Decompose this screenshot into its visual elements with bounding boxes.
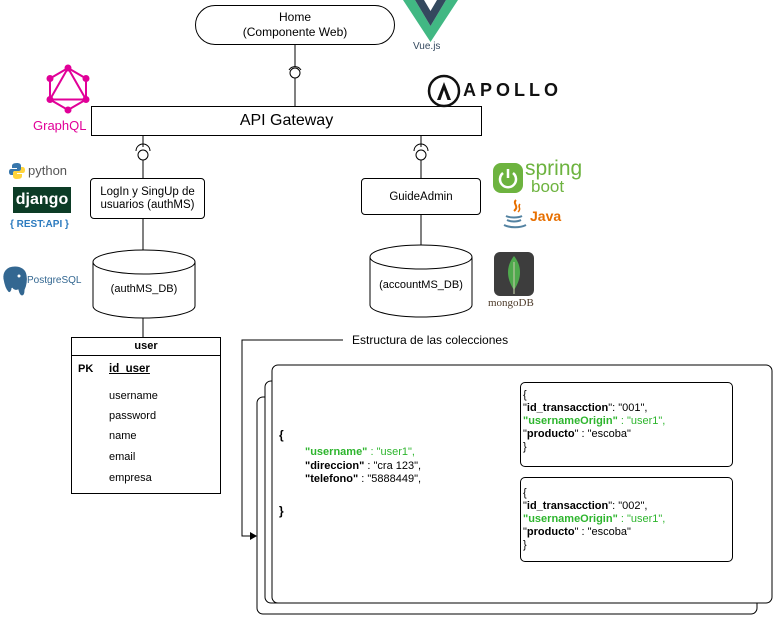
user-table[interactable] [71,337,221,494]
spring-power-icon [493,163,523,193]
graphql-label: GraphQL [33,118,87,133]
user-field-username: username [109,390,158,402]
tx1-user-key: "usernameOrigin" [523,415,618,427]
auth-service-line2: usuarios (authMS) [100,198,195,211]
postgresql-label: PostgreSQL [27,275,82,286]
tx2-id-line: "id_transacction": "002", [523,500,648,512]
user-table-title: user [134,340,158,352]
boot-label: boot [531,177,565,196]
tx1-id-val: : "001", [612,402,648,414]
tx2-id-key: id_transacction [526,500,609,512]
tx1-prod-val: : "escoba" [578,428,631,440]
tx2-user-val: : "user1", [617,513,666,525]
tx1-prod-key: producto [526,428,575,440]
user-doc-line-direccion: "direccion" : "cra 123", [305,460,421,473]
mongodb-label: mongoDB [488,297,534,309]
tx2-user-line: "usernameOrigin" : "user1", [523,513,665,526]
java-label: Java [530,208,562,224]
user-field-email: email [109,451,136,463]
apollo-icon [427,74,461,108]
guide-admin-label: GuideAdmin [389,190,453,203]
tx1-close: } [523,441,527,453]
user-doc-open-brace: { [279,428,284,442]
user-doc-key-telefono: "telefono" [305,473,359,485]
tx2-open: { [523,487,527,499]
tx2-close: } [523,539,527,551]
user-doc-val-direccion: : "cra 123", [364,460,422,472]
django-logo: django [13,187,71,213]
tx1-id-key: id_transacction [526,402,609,414]
user-doc-val-username: : "user1", [367,446,415,458]
restapi-label: { REST:API } [10,219,69,230]
home-node[interactable]: Home (Componente Web) [195,5,395,45]
spring-label: spring [525,157,583,180]
authms-db-label: (authMS_DB) [110,283,178,295]
user-doc-line-telefono: "telefono" : "5888449", [305,473,421,486]
vue-logo: Vue.js [403,0,458,55]
user-table-pk-field: id_user [109,363,150,375]
auth-service-node[interactable]: LogIn y SingUp de usuarios (authMS) [90,178,205,219]
auth-service-line1: LogIn y SingUp de [100,185,195,198]
graphql-icon [46,64,90,114]
authms-db-cylinder [92,249,196,319]
vue-label: Vue.js [413,41,441,52]
user-field-name: name [109,430,137,442]
java-cup-icon [503,199,527,229]
tx2-prod-line: "producto" : "escoba" [523,526,631,538]
python-label: python [28,163,68,178]
java-logo: Java [502,198,572,232]
tx1-user-val: : "user1", [617,415,666,427]
transaction-doc-2[interactable] [520,477,733,562]
apollo-logo: APOLLO [427,74,558,108]
tx1-id-line: "id_transacction": "001", [523,402,648,414]
postgresql-elephant-icon [2,265,28,297]
user-table-pk-label: PK [78,363,94,375]
api-gateway-label: API Gateway [239,112,334,129]
tx1-user-line: "usernameOrigin" : "user1", [523,415,665,428]
guide-admin-node[interactable]: GuideAdmin [361,178,481,215]
apollo-label: APOLLO [463,80,562,100]
mongodb-leaf-icon [508,256,520,294]
transaction-doc-1[interactable] [520,382,733,467]
tx2-prod-val: : "escoba" [578,526,631,538]
tx1-open: { [523,389,527,401]
user-doc-val-telefono: : "5888449", [358,473,422,485]
vue-icon [403,0,458,42]
tx2-prod-key: producto [526,526,575,538]
mongodb-logo: mongoDB [488,252,548,314]
python-icon [9,163,25,179]
tx2-id-val: : "002", [612,500,648,512]
python-logo: python [8,162,78,182]
spring-boot-logo: spring boot [493,157,593,199]
django-label: django [15,191,69,208]
tx2-user-key: "usernameOrigin" [523,513,618,525]
tx1-prod-line: "producto" : "escoba" [523,428,631,440]
home-title: Home [278,10,311,24]
user-doc-close-brace: } [279,504,284,518]
user-field-empresa: empresa [109,472,152,484]
user-doc-line-username: "username" : "user1", [305,446,415,459]
postgresql-logo: PostgreSQL [0,264,90,300]
home-subtitle: (Componente Web) [242,25,348,39]
api-gateway-node[interactable]: API Gateway [91,106,482,136]
user-field-password: password [109,410,157,422]
accountms-db-cylinder [369,244,473,318]
user-doc-key-direccion: "direccion" [305,460,365,472]
user-table-header-divider [71,355,221,356]
collections-title: Estructura de las colecciones [352,333,509,347]
accountms-db-label: (accountMS_DB) [379,279,463,291]
user-doc-key-username: "username" [305,446,368,458]
graphql-logo: GraphQL [33,64,103,134]
